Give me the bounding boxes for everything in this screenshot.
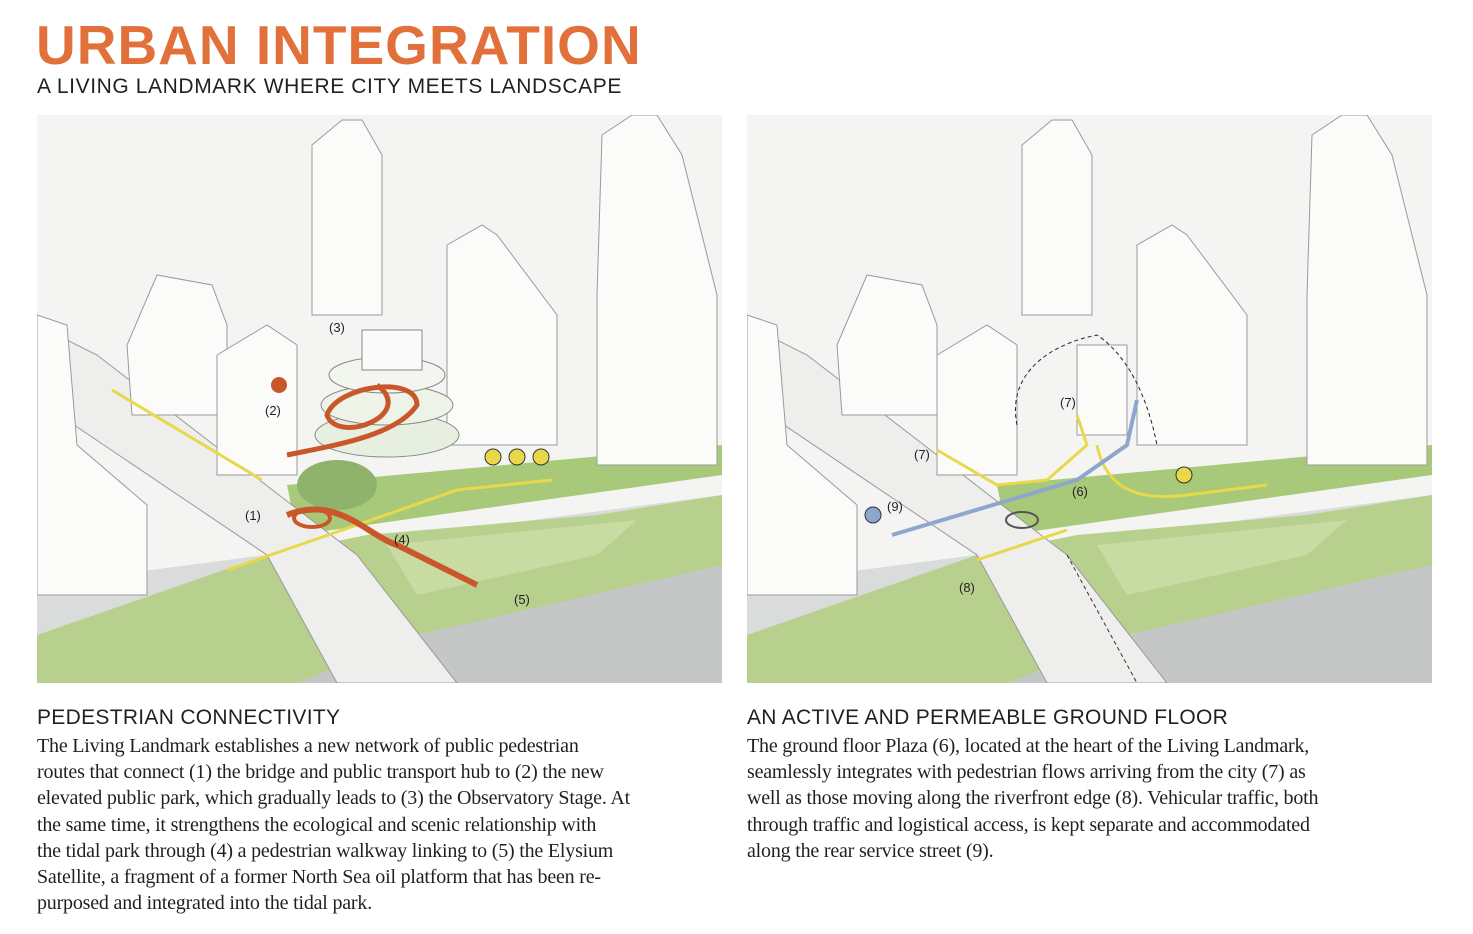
text-line: through traffic and logistical access, i…	[747, 813, 1310, 836]
label-7-building: (7)	[1060, 395, 1076, 410]
text-line: The ground floor Plaza (6), located at t…	[747, 735, 1310, 757]
butterfly-icon	[484, 448, 502, 466]
text-line: well as those moving along the riverfron…	[747, 787, 1319, 810]
pedestrian-connectivity-diagram: (1) (2) (3) (4) (5)	[37, 115, 722, 683]
label-8: (8)	[959, 580, 975, 595]
text-line: along the rear service street (9).	[747, 839, 994, 862]
text-line: routes that connect (1) the bridge and p…	[37, 761, 604, 784]
text-line: purposed and integrated into the tidal p…	[37, 892, 372, 915]
buildings	[747, 115, 1428, 596]
text-line: seamlessly integrates with pedestrian fl…	[747, 761, 1306, 784]
route-icons	[271, 377, 550, 466]
label-9: (9)	[887, 499, 903, 514]
ground-floor-text: The ground floor Plaza (6), located at t…	[747, 733, 1319, 864]
car-icon	[864, 506, 882, 524]
pedestrian-connectivity-heading: PEDESTRIAN CONNECTIVITY	[37, 706, 341, 729]
label-5: (5)	[514, 592, 530, 607]
pedestrian-icon	[508, 448, 526, 466]
label-6: (6)	[1072, 484, 1088, 499]
flow-routes	[891, 399, 1268, 562]
text-line: The Living Landmark establishes a new ne…	[37, 735, 579, 757]
buildings	[37, 115, 718, 596]
page-subtitle: A LIVING LANDMARK WHERE CITY MEETS LANDS…	[37, 75, 622, 98]
text-line: elevated public park, which gradually le…	[37, 787, 630, 810]
label-2: (2)	[265, 403, 281, 418]
text-line: the tidal park through (4) a pedestrian …	[37, 839, 614, 862]
text-line: Satellite, a fragment of a former North …	[37, 866, 601, 889]
pedestrian-routes	[111, 383, 553, 588]
label-7-street: (7)	[914, 447, 930, 462]
bicycle-icon	[532, 448, 550, 466]
landmark-footprint-outline	[1015, 334, 1158, 446]
living-landmark-tower	[297, 329, 460, 510]
label-1: (1)	[245, 508, 261, 523]
route-icons	[864, 466, 1193, 524]
pedestrian-icon	[1175, 466, 1193, 484]
ground-floor-heading: AN ACTIVE AND PERMEABLE GROUND FLOOR	[747, 706, 1229, 729]
label-4: (4)	[394, 532, 410, 547]
pedestrian-connectivity-text: The Living Landmark establishes a new ne…	[37, 733, 630, 916]
page-title: URBAN INTEGRATION	[36, 14, 642, 76]
ground-floor-diagram: (6) (7) (7) (8) (9)	[747, 115, 1432, 683]
label-3: (3)	[329, 320, 345, 335]
hiker-icon	[271, 377, 287, 393]
text-line: the same time, it strengthens the ecolog…	[37, 813, 597, 836]
